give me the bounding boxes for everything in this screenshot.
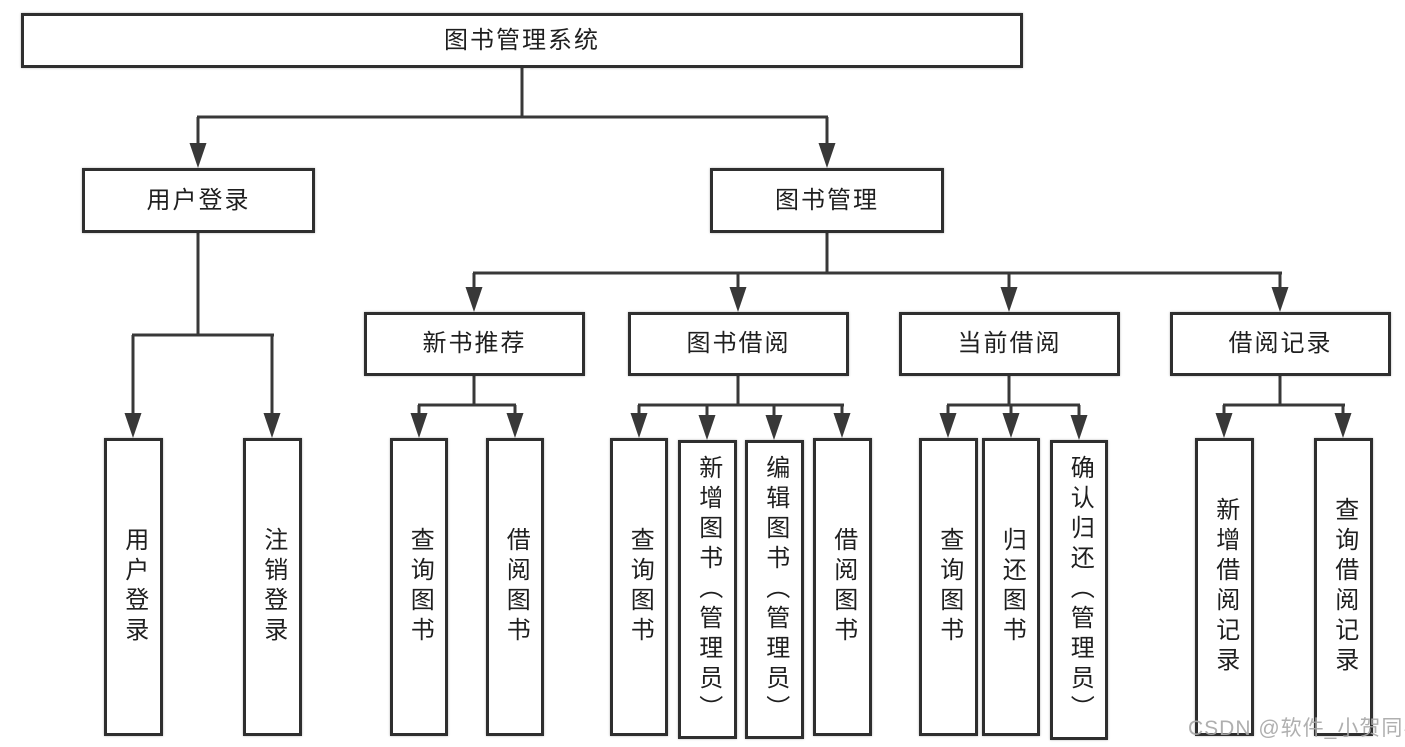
leaf-logout: 注销登录 <box>243 438 302 736</box>
leaf-add-book-admin-label: 新增图书（管理员） <box>694 454 722 725</box>
leaf-return-book-label: 归还图书 <box>998 527 1026 647</box>
node-current-borrow: 当前借阅 <box>899 312 1120 376</box>
leaf-user-login-label: 用户登录 <box>120 527 148 647</box>
leaf-borrow-book-newrec: 借阅图书 <box>486 438 544 736</box>
leaf-query-book-newrec-label: 查询图书 <box>406 527 434 647</box>
leaf-query-borrow-record: 查询借阅记录 <box>1314 438 1373 736</box>
node-new-book-recommend-label: 新书推荐 <box>422 330 527 357</box>
node-current-borrow-label: 当前借阅 <box>957 330 1062 357</box>
node-borrow-record-label: 借阅记录 <box>1228 330 1333 357</box>
leaf-query-book-borrow-label: 查询图书 <box>626 527 654 647</box>
node-book-management: 图书管理 <box>710 168 944 233</box>
node-book-management-label: 图书管理 <box>775 186 879 214</box>
node-root: 图书管理系统 <box>21 13 1023 68</box>
leaf-query-borrow-record-label: 查询借阅记录 <box>1330 497 1358 677</box>
leaf-query-book-newrec: 查询图书 <box>390 438 448 736</box>
leaf-user-login: 用户登录 <box>104 438 163 736</box>
leaf-logout-label: 注销登录 <box>259 527 287 647</box>
node-book-borrow-label: 图书借阅 <box>686 330 791 357</box>
node-new-book-recommend: 新书推荐 <box>364 312 585 376</box>
node-root-label: 图书管理系统 <box>444 26 600 54</box>
leaf-edit-book-admin-label: 编辑图书（管理员） <box>761 454 789 725</box>
leaf-return-book: 归还图书 <box>982 438 1040 736</box>
node-borrow-record: 借阅记录 <box>1170 312 1391 376</box>
leaf-add-borrow-record: 新增借阅记录 <box>1195 438 1254 736</box>
leaf-add-book-admin: 新增图书（管理员） <box>678 440 737 739</box>
leaf-query-book-current: 查询图书 <box>919 438 978 736</box>
leaf-add-borrow-record-label: 新增借阅记录 <box>1211 497 1239 677</box>
watermark: CSDN @软件_小贺同学 <box>1188 717 1405 740</box>
leaf-confirm-return-admin-label: 确认归还（管理员） <box>1066 455 1094 725</box>
node-book-borrow: 图书借阅 <box>628 312 849 376</box>
leaf-edit-book-admin: 编辑图书（管理员） <box>745 440 804 739</box>
leaf-confirm-return-admin: 确认归还（管理员） <box>1050 440 1108 740</box>
node-user-login: 用户登录 <box>82 168 315 233</box>
node-user-login-label: 用户登录 <box>146 186 251 214</box>
leaf-borrow-book-newrec-label: 借阅图书 <box>502 527 530 647</box>
leaf-query-book-current-label: 查询图书 <box>935 527 963 647</box>
leaf-borrow-book-borrow: 借阅图书 <box>813 438 872 736</box>
leaf-borrow-book-borrow-label: 借阅图书 <box>829 527 857 647</box>
leaf-query-book-borrow: 查询图书 <box>610 438 668 736</box>
